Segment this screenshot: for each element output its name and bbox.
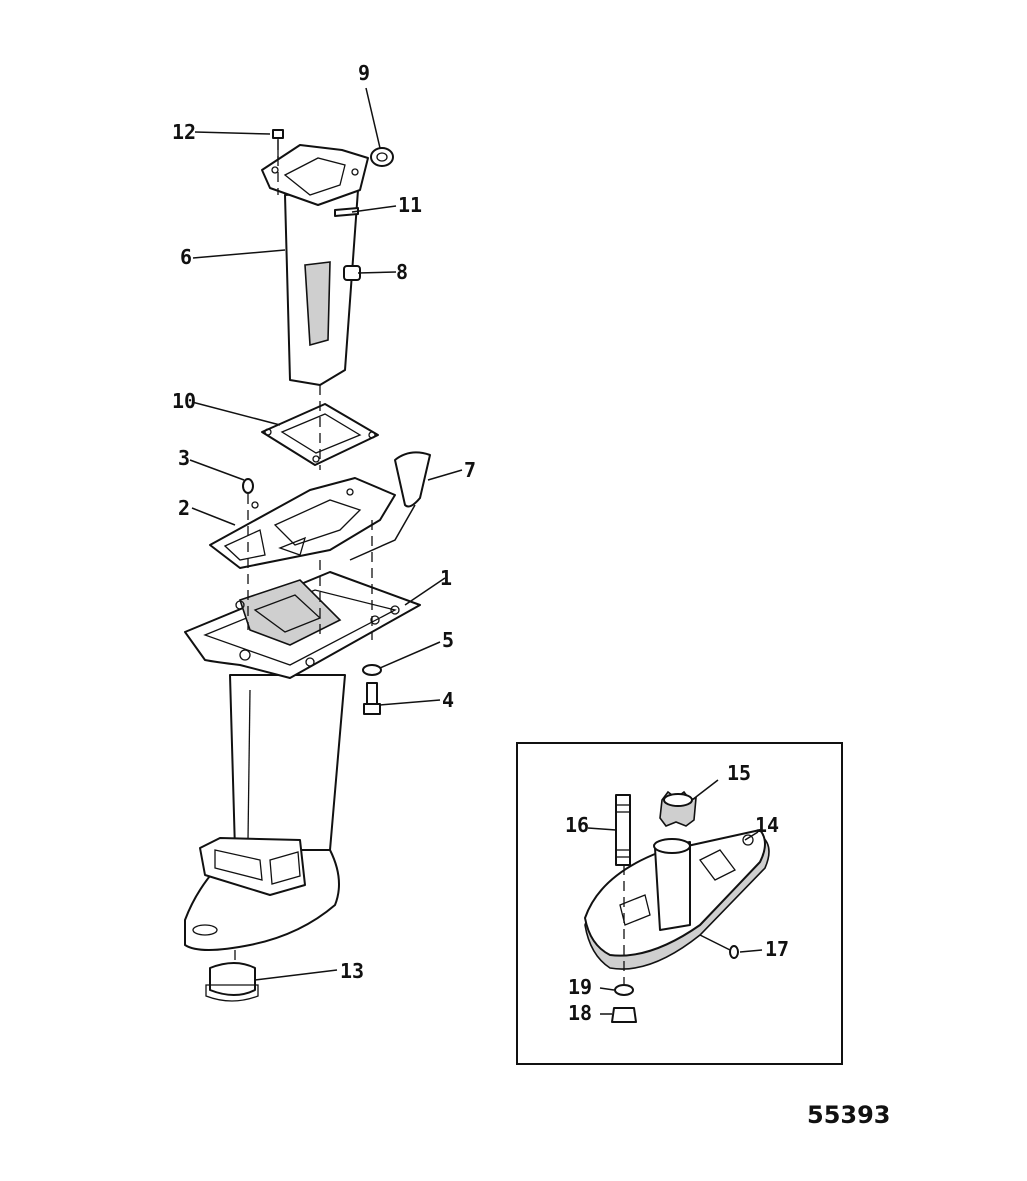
callout-19: 19 bbox=[568, 975, 592, 999]
grommet-9 bbox=[370, 147, 394, 167]
deflector-7 bbox=[394, 451, 431, 508]
callout-16: 16 bbox=[565, 813, 589, 837]
callout-7: 7 bbox=[464, 458, 476, 482]
bolt-4 bbox=[363, 682, 381, 715]
assembly-lines bbox=[234, 140, 373, 965]
callout-labels: 1 2 3 4 5 6 7 8 9 10 11 12 13 14 15 16 1… bbox=[172, 61, 891, 1129]
washer-19 bbox=[614, 984, 634, 996]
callout-13: 13 bbox=[340, 959, 364, 983]
callout-4: 4 bbox=[442, 688, 454, 712]
nut-18 bbox=[611, 1007, 637, 1023]
callout-3: 3 bbox=[178, 446, 190, 470]
impeller-15 bbox=[659, 790, 697, 827]
figure-number: 55393 bbox=[807, 1101, 891, 1129]
callout-14: 14 bbox=[755, 813, 779, 837]
leader-lines bbox=[189, 87, 463, 981]
callout-15: 15 bbox=[727, 761, 751, 785]
callout-18: 18 bbox=[568, 1001, 592, 1025]
washer-5 bbox=[362, 664, 382, 676]
callout-12: 12 bbox=[172, 120, 196, 144]
callout-8: 8 bbox=[396, 260, 408, 284]
driveshaft-housing bbox=[184, 571, 421, 951]
water-pump-base bbox=[584, 829, 770, 970]
callout-11: 11 bbox=[398, 193, 422, 217]
callout-1: 1 bbox=[440, 566, 452, 590]
callout-2: 2 bbox=[178, 496, 190, 520]
dowel-pin-11 bbox=[334, 207, 359, 217]
callout-5: 5 bbox=[442, 628, 454, 652]
plug-8 bbox=[343, 265, 361, 281]
grommet-13 bbox=[205, 962, 259, 1002]
callout-6: 6 bbox=[180, 245, 192, 269]
gasket-lower bbox=[209, 477, 396, 569]
inset-box bbox=[516, 742, 843, 1065]
callout-9: 9 bbox=[358, 61, 370, 85]
stud-16 bbox=[615, 794, 631, 866]
plug-17 bbox=[729, 945, 739, 959]
seal-3 bbox=[242, 478, 254, 494]
callout-17: 17 bbox=[765, 937, 789, 961]
callout-10: 10 bbox=[172, 389, 196, 413]
